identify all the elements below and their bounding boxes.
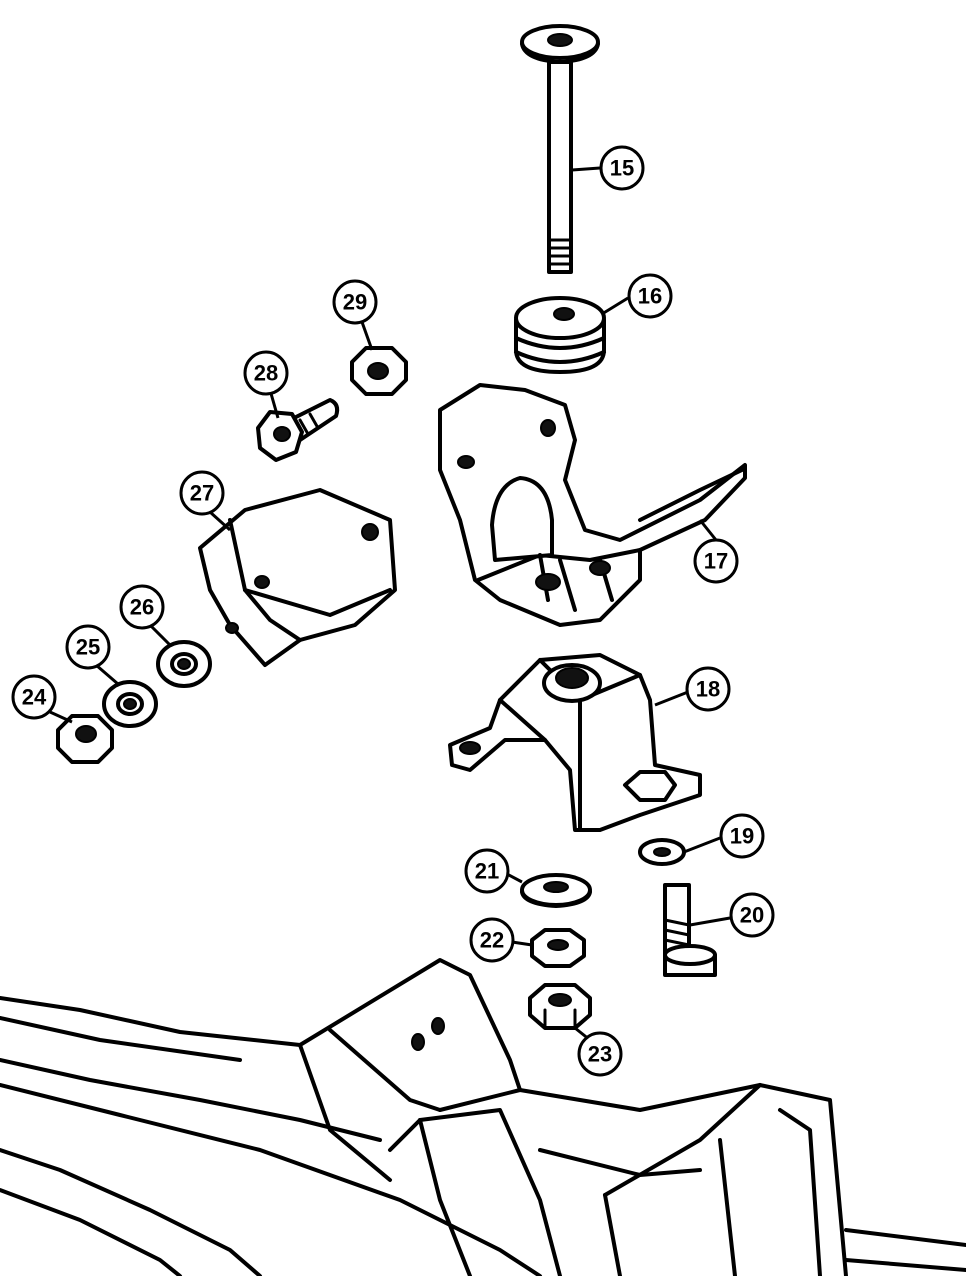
callout-19-label: 19 <box>730 824 754 849</box>
part-16-rubber-bushing <box>514 296 606 374</box>
part-20-bolt <box>663 883 717 977</box>
part-15-long-bolt <box>520 24 600 274</box>
callout-24: 24 <box>11 674 57 720</box>
callout-21-label: 21 <box>475 859 499 884</box>
part-23-hex-nut <box>528 983 592 1030</box>
callout-22-label: 22 <box>480 928 504 953</box>
chassis-frame <box>0 958 966 1276</box>
callout-16-label: 16 <box>638 284 662 309</box>
part-17-engine-bracket <box>438 383 747 627</box>
callout-15: 15 <box>599 145 645 191</box>
callout-26: 26 <box>119 584 165 630</box>
part-28-bolt <box>256 398 340 462</box>
callout-19: 19 <box>719 813 765 859</box>
part-19-spring-washer <box>638 838 686 866</box>
callout-27-label: 27 <box>190 481 214 506</box>
callout-20-label: 20 <box>740 903 764 928</box>
callout-23-label: 23 <box>588 1042 612 1067</box>
callout-25: 25 <box>65 624 111 670</box>
callout-18: 18 <box>685 666 731 712</box>
callout-29-label: 29 <box>343 290 367 315</box>
callout-18-label: 18 <box>696 677 720 702</box>
part-22-nut <box>530 928 586 968</box>
callout-29: 29 <box>332 279 378 325</box>
part-25-washer <box>102 680 158 728</box>
callout-26-label: 26 <box>130 595 154 620</box>
part-21-flat-washer <box>520 873 592 908</box>
part-18-saddle-bracket <box>448 653 702 832</box>
callout-17: 17 <box>693 538 739 584</box>
leader-lines <box>49 166 731 1042</box>
part-27-mounting-pad <box>198 488 397 667</box>
callout-28-label: 28 <box>254 361 278 386</box>
callout-25-label: 25 <box>76 635 100 660</box>
callout-15-label: 15 <box>610 156 634 181</box>
callout-21: 21 <box>464 848 510 894</box>
part-29-nut <box>350 346 408 396</box>
callout-22: 22 <box>469 917 515 963</box>
callout-24-label: 24 <box>22 685 47 710</box>
callout-17-label: 17 <box>704 549 728 574</box>
callout-16: 16 <box>627 273 673 319</box>
callout-27: 27 <box>179 470 225 516</box>
part-26-washer <box>156 640 212 688</box>
callout-20: 20 <box>729 892 775 938</box>
callout-23: 23 <box>577 1031 623 1077</box>
callout-28: 28 <box>243 350 289 396</box>
part-24-hex-nut <box>56 714 114 764</box>
